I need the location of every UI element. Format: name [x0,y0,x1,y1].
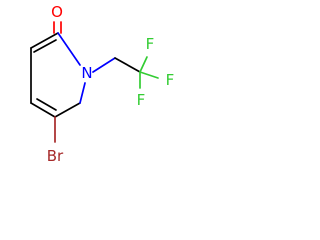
bond-c-f-top [139,56,148,73]
fluorine-bottom-label: F [137,91,146,109]
bond-c6-n1 [79,82,86,104]
molecule-structure: O N Br F F F [30,3,175,165]
bond-c2-c3 [30,32,59,49]
bond-n1-c2 [57,32,81,66]
bond-c5-c6 [54,102,81,118]
bond-c-f-right [139,71,159,79]
nitrogen-label: N [81,64,92,82]
bond-c4-c5-inner [36,98,57,111]
bond-n1-ch2 [92,57,116,73]
pyridinone-ring [30,32,86,118]
bond-c4-c5 [30,102,56,118]
oxygen-label: O [51,3,63,21]
bond-c2-c3-inner [33,39,57,53]
bond-ch2-cf3 [114,57,141,73]
trifluoroethyl-chain [92,56,159,89]
bromine-label: Br [47,147,64,165]
fluorine-top-label: F [146,35,155,53]
carbonyl [53,21,62,34]
fluorine-right-label: F [166,71,175,89]
